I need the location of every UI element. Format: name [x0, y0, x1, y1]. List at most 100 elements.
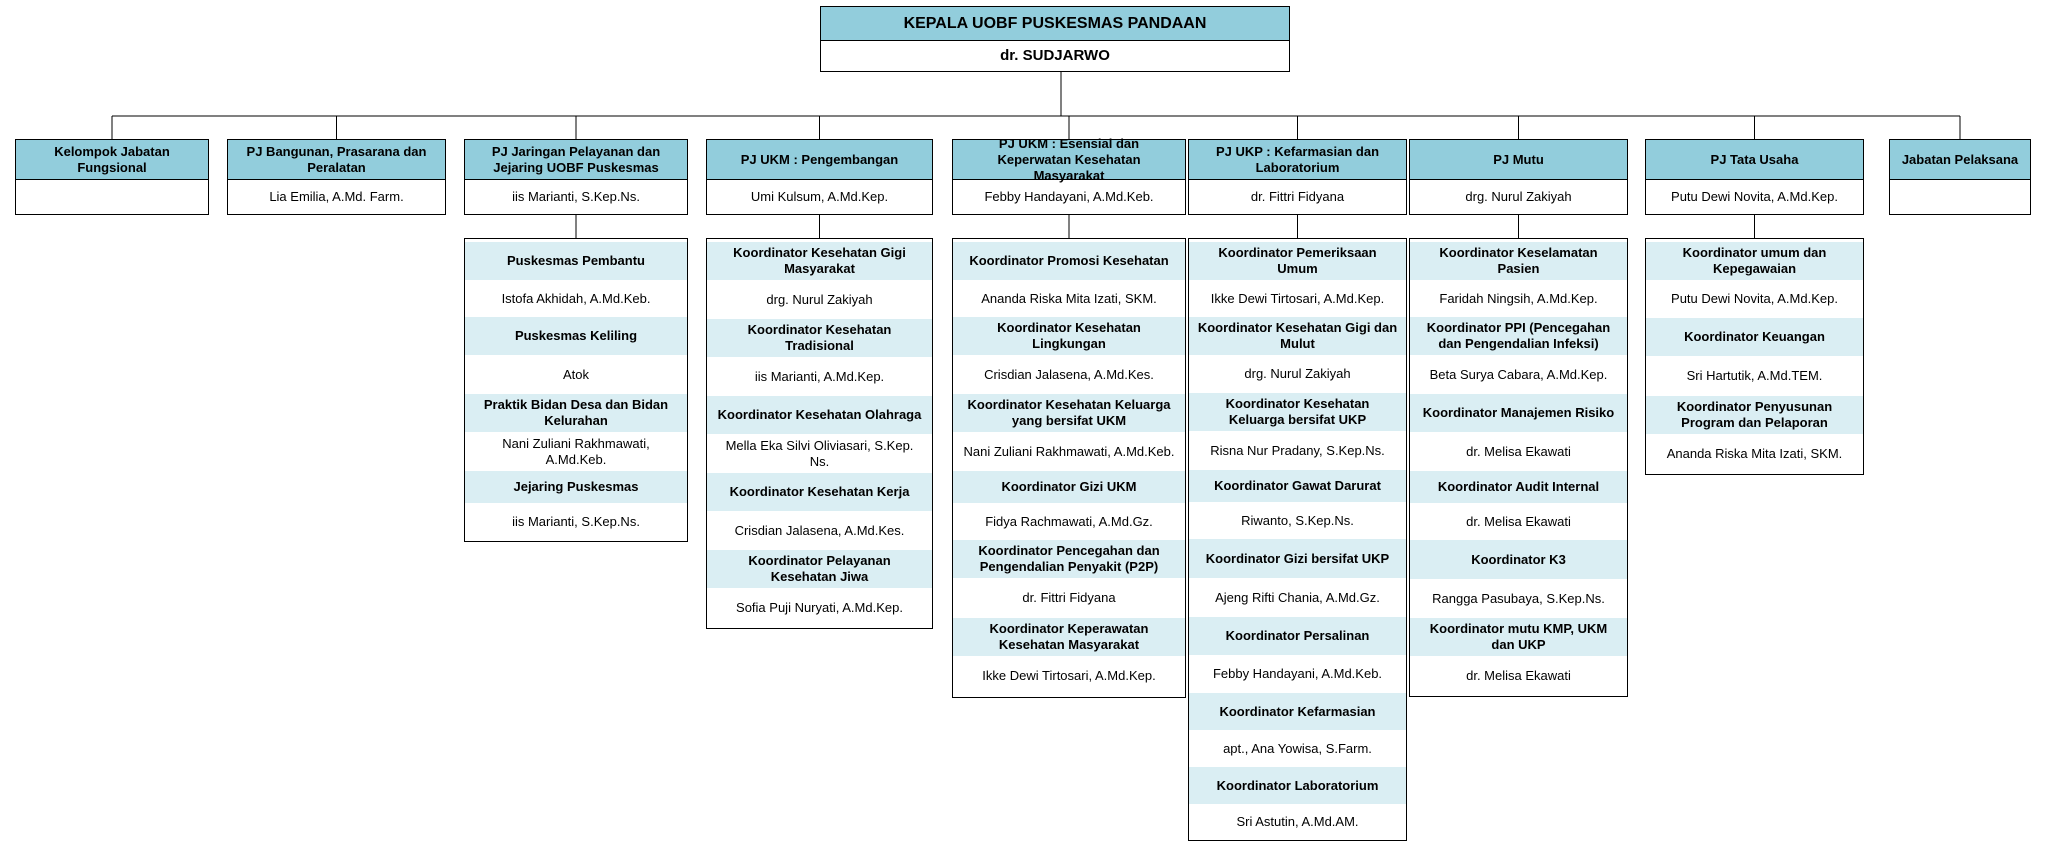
coordinator-name: Riwanto, S.Kep.Ns. — [1189, 502, 1406, 539]
coordinator-name: drg. Nurul Zakiyah — [707, 280, 932, 319]
unit-title: Kelompok Jabatan Fungsional — [16, 140, 208, 180]
coordinator-name: Ajeng Rifti Chania, A.Md.Gz. — [1189, 578, 1406, 617]
unit-name: iis Marianti, S.Kep.Ns. — [465, 180, 687, 214]
head-box: KEPALA UOBF PUSKESMAS PANDAAN dr. SUDJAR… — [820, 6, 1290, 72]
coordinator-name: Rangga Pasubaya, S.Kep.Ns. — [1410, 579, 1627, 618]
unit-title: PJ Jaringan Pelayanan dan Jejaring UOBF … — [465, 140, 687, 180]
coordinator-role: Koordinator Pencegahan dan Pengendalian … — [953, 540, 1185, 578]
coordinator-role: Koordinator Kesehatan Kerja — [707, 473, 932, 511]
unit-box: PJ Jaringan Pelayanan dan Jejaring UOBF … — [464, 139, 688, 215]
coordinator-name: dr. Melisa Ekawati — [1410, 656, 1627, 695]
coordinator-role: Koordinator Gizi bersifat UKP — [1189, 539, 1406, 578]
unit-title: PJ UKP : Kefarmasian dan Laboratorium — [1189, 140, 1406, 180]
coordinator-role: Koordinator Keuangan — [1646, 318, 1863, 356]
unit-title: PJ UKM : Pengembangan — [707, 140, 932, 180]
coordinator-name: Febby Handayani, A.Md.Keb. — [1189, 655, 1406, 693]
coordinator-role: Puskesmas Keliling — [465, 317, 687, 355]
coordinator-name: Sri Hartutik, A.Md.TEM. — [1646, 356, 1863, 396]
unit-name: Umi Kulsum, A.Md.Kep. — [707, 180, 932, 214]
coordinator-name: Putu Dewi Novita, A.Md.Kep. — [1646, 280, 1863, 318]
coordinator-role: Koordinator Kesehatan Keluarga bersifat … — [1189, 393, 1406, 431]
coordinator-name: Sofia Puji Nuryati, A.Md.Kep. — [707, 588, 932, 627]
coordinator-name: Ananda Riska Mita Izati, SKM. — [1646, 434, 1863, 473]
unit-name: Febby Handayani, A.Md.Keb. — [953, 180, 1185, 214]
coordinator-role: Koordinator Kefarmasian — [1189, 693, 1406, 730]
unit-name: dr. Fittri Fidyana — [1189, 180, 1406, 214]
coordinator-role: Koordinator Laboratorium — [1189, 767, 1406, 804]
coordinator-role: Koordinator Audit Internal — [1410, 471, 1627, 503]
coordinator-name: Istofa Akhidah, A.Md.Keb. — [465, 280, 687, 317]
unit-name: Lia Emilia, A.Md. Farm. — [228, 180, 445, 214]
head-title: KEPALA UOBF PUSKESMAS PANDAAN — [821, 7, 1289, 41]
coordinator-name: Sri Astutin, A.Md.AM. — [1189, 804, 1406, 839]
coordinator-name: apt., Ana Yowisa, S.Farm. — [1189, 730, 1406, 767]
coordinator-name: Crisdian Jalasena, A.Md.Kes. — [707, 511, 932, 550]
unit-name: drg. Nurul Zakiyah — [1410, 180, 1627, 214]
coordinator-role: Koordinator Kesehatan Keluarga yang bers… — [953, 394, 1185, 432]
coordinator-name: dr. Melisa Ekawati — [1410, 503, 1627, 540]
coordinator-role: Puskesmas Pembantu — [465, 242, 687, 280]
coordinator-name: Ikke Dewi Tirtosari, A.Md.Kep. — [953, 656, 1185, 696]
coordinator-name: Ananda Riska Mita Izati, SKM. — [953, 280, 1185, 317]
coordinator-role: Koordinator Kesehatan Gigi dan Mulut — [1189, 317, 1406, 355]
coordinator-name: Risna Nur Pradany, S.Kep.Ns. — [1189, 431, 1406, 470]
coordinator-role: Koordinator Persalinan — [1189, 617, 1406, 655]
coordinator-name: Faridah Ningsih, A.Md.Kep. — [1410, 280, 1627, 317]
coordinator-role: Praktik Bidan Desa dan Bidan Kelurahan — [465, 394, 687, 432]
coordinator-role: Koordinator umum dan Kepegawaian — [1646, 242, 1863, 280]
coordinator-role: Koordinator PPI (Pencegahan dan Pengenda… — [1410, 317, 1627, 355]
coordinator-name: Atok — [465, 355, 687, 394]
coordinator-name: Fidya Rachmawati, A.Md.Gz. — [953, 503, 1185, 540]
coordinator-name: Crisdian Jalasena, A.Md.Kes. — [953, 355, 1185, 394]
coordinator-role: Koordinator Pelayanan Kesehatan Jiwa — [707, 550, 932, 588]
unit-title: PJ Tata Usaha — [1646, 140, 1863, 180]
coordinator-role: Koordinator Promosi Kesehatan — [953, 242, 1185, 280]
coordinator-role: Koordinator Keselamatan Pasien — [1410, 242, 1627, 280]
unit-name — [1890, 180, 2030, 214]
coordinator-role: Koordinator Penyusunan Program dan Pelap… — [1646, 396, 1863, 434]
unit-box: Kelompok Jabatan Fungsional — [15, 139, 209, 215]
unit-title: PJ UKM : Esensial dan Keperwatan Kesehat… — [953, 136, 1185, 183]
coordinator-role: Koordinator K3 — [1410, 540, 1627, 579]
coordinator-name: Mella Eka Silvi Oliviasari, S.Kep. Ns. — [707, 434, 932, 473]
unit-name: Putu Dewi Novita, A.Md.Kep. — [1646, 180, 1863, 214]
head-name: dr. SUDJARWO — [821, 41, 1289, 71]
unit-title: PJ Mutu — [1410, 140, 1627, 180]
unit-title: Jabatan Pelaksana — [1890, 140, 2030, 180]
coordinator-name: iis Marianti, S.Kep.Ns. — [465, 503, 687, 540]
coordinator-name: iis Marianti, A.Md.Kep. — [707, 357, 932, 396]
coordinator-name: Ikke Dewi Tirtosari, A.Md.Kep. — [1189, 280, 1406, 317]
unit-name — [16, 180, 208, 214]
coordinator-role: Koordinator Kesehatan Lingkungan — [953, 317, 1185, 355]
coordinator-role: Koordinator Kesehatan Olahraga — [707, 396, 932, 434]
coordinator-role: Koordinator Keperawatan Kesehatan Masyar… — [953, 618, 1185, 656]
coordinator-name: Nani Zuliani Rakhmawati, A.Md.Keb. — [953, 432, 1185, 471]
coordinator-role: Koordinator mutu KMP, UKM dan UKP — [1410, 618, 1627, 656]
coordinator-role: Koordinator Manajemen Risiko — [1410, 394, 1627, 432]
coordinator-role: Koordinator Gawat Darurat — [1189, 470, 1406, 502]
coordinator-name: dr. Melisa Ekawati — [1410, 432, 1627, 471]
unit-title: PJ Bangunan, Prasarana dan Peralatan — [228, 140, 445, 180]
coordinator-role: Koordinator Kesehatan Gigi Masyarakat — [707, 242, 932, 280]
coordinator-name: Beta Surya Cabara, A.Md.Kep. — [1410, 355, 1627, 394]
coordinator-role: Koordinator Pemeriksaan Umum — [1189, 242, 1406, 280]
unit-box: Jabatan Pelaksana — [1889, 139, 2031, 215]
coordinator-name: Nani Zuliani Rakhmawati, A.Md.Keb. — [465, 432, 687, 471]
coordinator-role: Koordinator Kesehatan Tradisional — [707, 319, 932, 357]
unit-box: PJ UKM : Esensial dan Keperwatan Kesehat… — [952, 136, 1186, 215]
coordinator-role: Jejaring Puskesmas — [465, 471, 687, 503]
coordinator-name: drg. Nurul Zakiyah — [1189, 355, 1406, 393]
coordinator-role: Koordinator Gizi UKM — [953, 471, 1185, 503]
